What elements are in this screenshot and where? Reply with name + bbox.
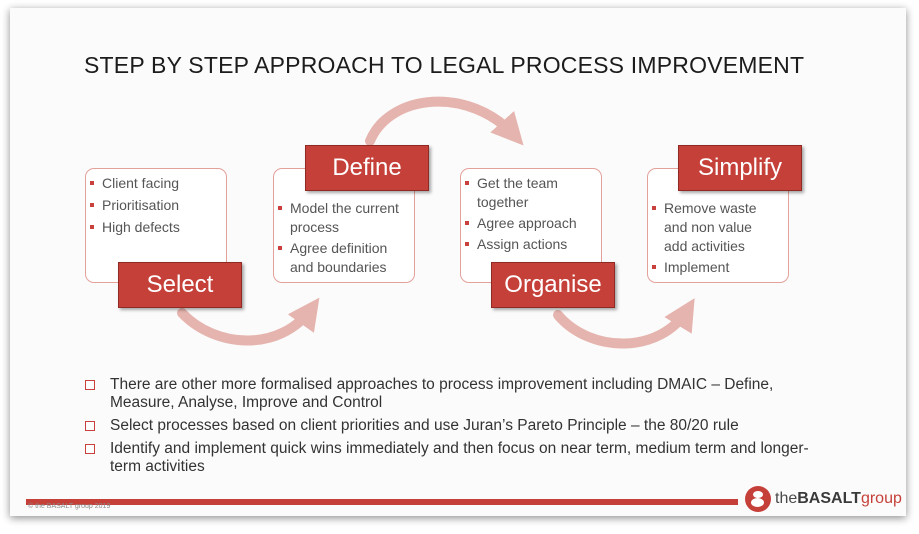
flow-arrows [177,96,695,349]
logo-text: theBASALTgroup [775,490,902,507]
step-item: Model the current process [276,199,404,237]
note-item: Identify and implement quick wins immedi… [84,440,824,476]
note-item: There are other more formalised approach… [84,376,824,412]
arrow-define-to-organise [365,96,524,146]
step-label-select: Select [118,262,242,308]
notes-list: There are other more formalised approach… [84,376,824,481]
square-bullet-icon [90,225,94,229]
step-item: Get the team together [463,174,597,212]
arrow-select-to-define [177,297,320,346]
step-item: Agree approach [463,214,597,233]
square-bullet-icon [465,181,469,185]
footer-copyright: © the BASALT group 2019 [28,503,111,510]
square-bullet-icon [652,206,656,210]
step-label-simplify: Simplify [678,145,802,191]
basalt-logo-icon [745,486,771,512]
footer-bar [26,499,738,505]
checkbox-bullet-icon [85,444,95,454]
square-bullet-icon [278,246,282,250]
slide-title: STEP BY STEP APPROACH TO LEGAL PROCESS I… [84,52,805,78]
slide: STEP BY STEP APPROACH TO LEGAL PROCESS I… [10,8,906,516]
step-label-organise: Organise [491,262,615,308]
checkbox-bullet-icon [85,380,95,390]
checkbox-bullet-icon [85,421,95,431]
square-bullet-icon [465,221,469,225]
step-item: Assign actions [463,235,597,254]
arrow-organise-to-simplify [553,298,695,349]
step-item: Client facing [88,174,226,193]
square-bullet-icon [278,206,282,210]
step-item: High defects [88,218,226,237]
step-item: Prioritisation [88,196,226,215]
square-bullet-icon [90,203,94,207]
step-label-define: Define [305,145,429,191]
note-item: Select processes based on client priorit… [84,417,824,435]
step-item: Remove waste and non value add activitie… [650,199,774,256]
step-item: Agree definition and boundaries [276,239,404,277]
square-bullet-icon [652,265,656,269]
square-bullet-icon [465,242,469,246]
company-logo: theBASALTgroup [745,485,902,513]
step-item: Implement [650,258,774,277]
square-bullet-icon [90,181,94,185]
